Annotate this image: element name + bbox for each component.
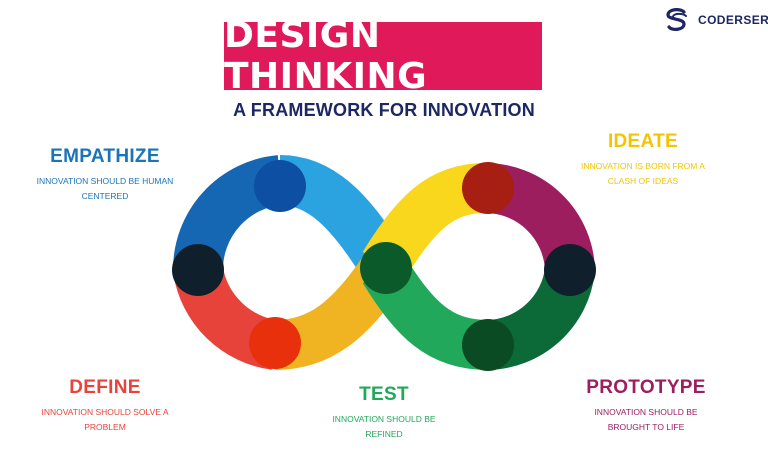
stage-define-desc-line1: INNOVATION SHOULD SOLVE A	[41, 407, 169, 417]
stage-test-desc-line1: INNOVATION SHOULD BE	[332, 414, 436, 424]
stage-empathize: EMPATHIZE INNOVATION SHOULD BE HUMAN CEN…	[30, 146, 180, 204]
brand-name: CODERSERA	[698, 13, 768, 27]
brand: CODERSERA	[664, 8, 768, 32]
page-subtitle: A FRAMEWORK FOR INNOVATION	[233, 100, 535, 120]
page-title: DESIGN THINKING	[224, 15, 428, 97]
stage-test-title: TEST	[359, 384, 409, 405]
stage-ideate-desc-line2: CLASH OF IDEAS	[607, 176, 679, 186]
stage-test-desc: INNOVATION SHOULD BE REFINED	[309, 412, 459, 442]
node-define-bottom	[249, 317, 301, 369]
title-banner: DESIGN THINKING	[224, 15, 542, 97]
stage-prototype-title: PROTOTYPE	[586, 377, 706, 398]
node-test-bottom	[462, 319, 514, 371]
stage-empathize-desc: INNOVATION SHOULD BE HUMAN CENTERED	[30, 174, 180, 204]
stage-define-title: DEFINE	[69, 377, 141, 398]
node-empathize-top	[254, 160, 306, 212]
stage-ideate-desc: INNOVATION IS BORN FROM A CLASH OF IDEAS	[568, 159, 718, 189]
stage-empathize-desc-line2: CENTERED	[81, 191, 129, 201]
coder-s-logo-icon	[666, 8, 687, 31]
node-right	[544, 244, 596, 296]
node-center	[360, 242, 412, 294]
node-left	[172, 244, 224, 296]
stage-prototype-desc-line2: BROUGHT TO LIFE	[607, 422, 685, 432]
stage-prototype-desc-line1: INNOVATION SHOULD BE	[594, 407, 698, 417]
stage-ideate-desc-line1: INNOVATION IS BORN FROM A	[581, 161, 705, 171]
stage-test: TEST INNOVATION SHOULD BE REFINED	[309, 384, 459, 442]
stage-test-desc-line2: REFINED	[365, 429, 403, 439]
stage-prototype: PROTOTYPE INNOVATION SHOULD BE BROUGHT T…	[571, 377, 721, 435]
stage-empathize-desc-line1: INNOVATION SHOULD BE HUMAN	[36, 176, 174, 186]
stage-empathize-title: EMPATHIZE	[50, 146, 160, 167]
stage-define-desc-line2: PROBLEM	[84, 422, 126, 432]
stage-define: DEFINE INNOVATION SHOULD SOLVE A PROBLEM	[30, 377, 180, 435]
stage-ideate-title: IDEATE	[607, 131, 679, 152]
node-ideate-top	[462, 162, 514, 214]
stage-ideate: IDEATE INNOVATION IS BORN FROM A CLASH O…	[568, 131, 718, 189]
stage-prototype-desc: INNOVATION SHOULD BE BROUGHT TO LIFE	[571, 405, 721, 435]
stage-define-desc: INNOVATION SHOULD SOLVE A PROBLEM	[30, 405, 180, 435]
